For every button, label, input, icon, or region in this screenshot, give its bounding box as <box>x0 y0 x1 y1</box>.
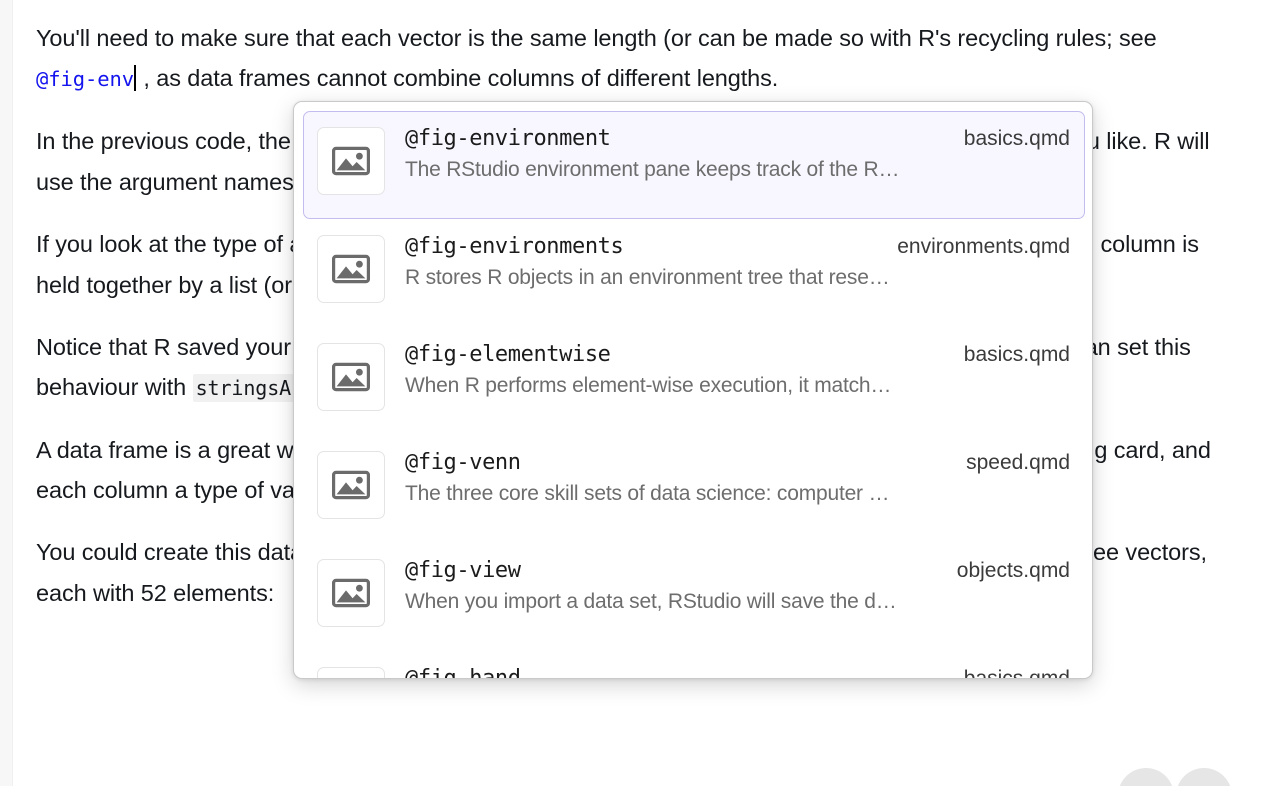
autocomplete-item-header: @fig-venn speed.qmd <box>405 450 1070 475</box>
autocomplete-item-label: @fig-view <box>405 558 521 583</box>
autocomplete-item-description: The three core skill sets of data scienc… <box>405 482 890 505</box>
autocomplete-item-label: @fig-elementwise <box>405 342 611 367</box>
paragraph-p1: You'll need to make sure that each vecto… <box>36 18 1232 99</box>
autocomplete-item-header: @fig-elementwise basics.qmd <box>405 342 1070 367</box>
floating-button-left[interactable] <box>1118 768 1174 786</box>
autocomplete-item-label: @fig-environments <box>405 234 624 259</box>
autocomplete-item-header: @fig-environment basics.qmd <box>405 126 1070 151</box>
autocomplete-item-label: @fig-venn <box>405 450 521 475</box>
image-icon <box>317 451 385 519</box>
autocomplete-item-header: @fig-environments environments.qmd <box>405 234 1070 259</box>
autocomplete-item-label: @fig-environment <box>405 126 611 151</box>
text-cursor <box>133 65 136 91</box>
autocomplete-item-file: objects.qmd <box>956 559 1070 582</box>
image-icon <box>317 235 385 303</box>
autocomplete-item-description: When R performs element-wise execution, … <box>405 374 892 397</box>
autocomplete-item[interactable]: @fig-hand basics.qmd <box>303 651 1085 679</box>
autocomplete-item-body: @fig-hand basics.qmd <box>405 665 1070 679</box>
autocomplete-item-body: @fig-environments environments.qmd R store… <box>405 233 1070 290</box>
cross-reference-token: @fig-env <box>36 67 134 91</box>
autocomplete-item-file: basics.qmd <box>963 127 1070 150</box>
autocomplete-item-description: R stores R objects in an environment tre… <box>405 266 890 289</box>
image-icon <box>317 127 385 195</box>
image-icon <box>317 667 385 678</box>
autocomplete-item-label: @fig-hand <box>405 666 521 679</box>
text-run: You'll need to make sure that each vecto… <box>36 25 1157 51</box>
autocomplete-item-file: speed.qmd <box>966 451 1070 474</box>
floating-button-right[interactable] <box>1176 768 1232 786</box>
autocomplete-item-description: When you import a data set, RStudio will… <box>405 590 897 613</box>
autocomplete-item-file: environments.qmd <box>897 235 1070 258</box>
autocomplete-item-header: @fig-hand basics.qmd <box>405 666 1070 679</box>
autocomplete-item-header: @fig-view objects.qmd <box>405 558 1070 583</box>
autocomplete-item[interactable]: @fig-environments environments.qmd R store… <box>303 219 1085 327</box>
image-icon <box>317 559 385 627</box>
autocomplete-item-file: basics.qmd <box>963 667 1070 679</box>
image-icon <box>317 343 385 411</box>
editor-left-gutter <box>0 0 13 786</box>
text-run: , as data frames cannot combine columns … <box>136 65 779 91</box>
autocomplete-item-file: basics.qmd <box>963 343 1070 366</box>
autocomplete-item-description: The RStudio environment pane keeps track… <box>405 158 900 181</box>
